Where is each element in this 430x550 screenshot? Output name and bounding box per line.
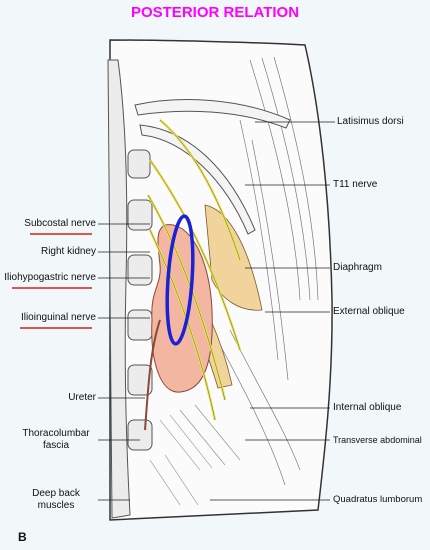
label-subcostal-nerve: Subcostal nerve: [24, 218, 96, 229]
leader-lines-right: [210, 121, 335, 501]
muscle-striations: [219, 56, 319, 486]
label-thoracolumbar-fascia: Thoracolumbar fascia: [22, 428, 90, 451]
label-right-kidney: Right kidney: [40, 246, 96, 257]
leader-lines-left: [98, 223, 150, 501]
label-diaphragm: Diaphragm: [333, 262, 382, 273]
label-t11-nerve: T11 nerve: [333, 179, 378, 190]
label-internal-oblique: Internal oblique: [333, 402, 402, 413]
label-underlines: [12, 233, 92, 329]
label-quadratus-lumborum: Quadratus lumborum: [333, 494, 423, 505]
label-iliohypogastric-nerve: Iliohypogastric nerve: [4, 272, 96, 283]
ureter: [144, 319, 161, 431]
label-transverse-abdominal: Transverse abdominal: [333, 435, 422, 445]
vertebral-column: [107, 59, 153, 519]
highlight-ellipse: [165, 214, 195, 346]
lower-muscle-hatching: [149, 404, 241, 506]
page-title: POSTERIOR RELATION: [130, 4, 300, 21]
label-external-oblique: External oblique: [333, 306, 405, 317]
panel-letter: B: [18, 530, 27, 544]
label-ureter: Ureter: [68, 392, 96, 403]
label-deep-back-muscles: Deep back muscles: [32, 488, 80, 511]
ribs: [134, 99, 291, 235]
label-ilioinguinal-nerve: Ilioinguinal nerve: [20, 312, 96, 323]
label-latisimus-dorsi: Latisimus dorsi: [337, 116, 404, 127]
